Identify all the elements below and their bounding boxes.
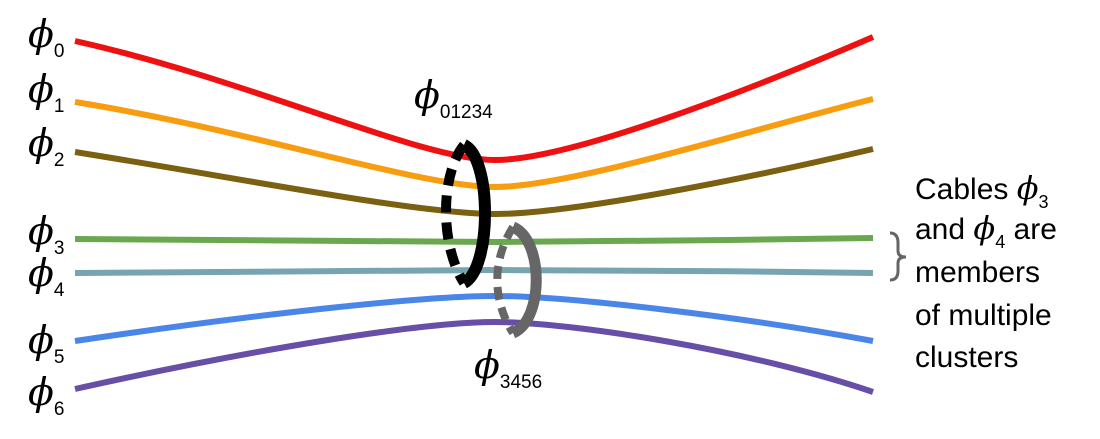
cluster-ring-3456 <box>493 221 542 339</box>
cluster-ring-01234-back <box>441 141 469 286</box>
cable-label-4: ϕ4 <box>28 251 65 301</box>
cable-3-curve <box>74 235 874 246</box>
cluster-ring-01234-front <box>460 139 491 289</box>
cluster-label-01234: ϕ01234 <box>414 73 493 123</box>
cable-5-curve <box>74 292 874 344</box>
cluster-label-3456: ϕ3456 <box>474 343 542 393</box>
cable-labels: ϕ0 ϕ1 ϕ2 ϕ3 ϕ4 ϕ5 ϕ6 <box>28 12 65 420</box>
cluster-ring-3456-front <box>510 221 542 339</box>
cable-label-2: ϕ2 <box>28 121 64 171</box>
brace-icon <box>889 231 907 282</box>
cables <box>74 34 875 395</box>
cable-0-curve <box>74 34 875 164</box>
note-line-4: of multiple <box>915 299 1052 332</box>
cable-label-1: ϕ1 <box>28 67 64 117</box>
cable-6-curve <box>74 318 874 395</box>
cluster-ring-3456-back <box>493 224 517 336</box>
note-line-3: members <box>915 256 1040 289</box>
cable-2-curve <box>74 146 874 218</box>
annotation-note: Cables ϕ3 and ϕ4 are members of multiple… <box>915 169 1057 374</box>
cable-label-5: ϕ5 <box>28 318 64 368</box>
cable-label-3: ϕ3 <box>28 209 64 259</box>
note-line-2: and ϕ4 are <box>915 209 1057 252</box>
cable-1-curve <box>74 96 874 191</box>
note-line-1: Cables ϕ3 <box>915 169 1049 212</box>
cluster-ring-01234 <box>441 139 491 289</box>
cable-label-0: ϕ0 <box>28 12 64 62</box>
cable-label-6: ϕ6 <box>28 370 64 420</box>
note-line-5: clusters <box>915 341 1018 374</box>
